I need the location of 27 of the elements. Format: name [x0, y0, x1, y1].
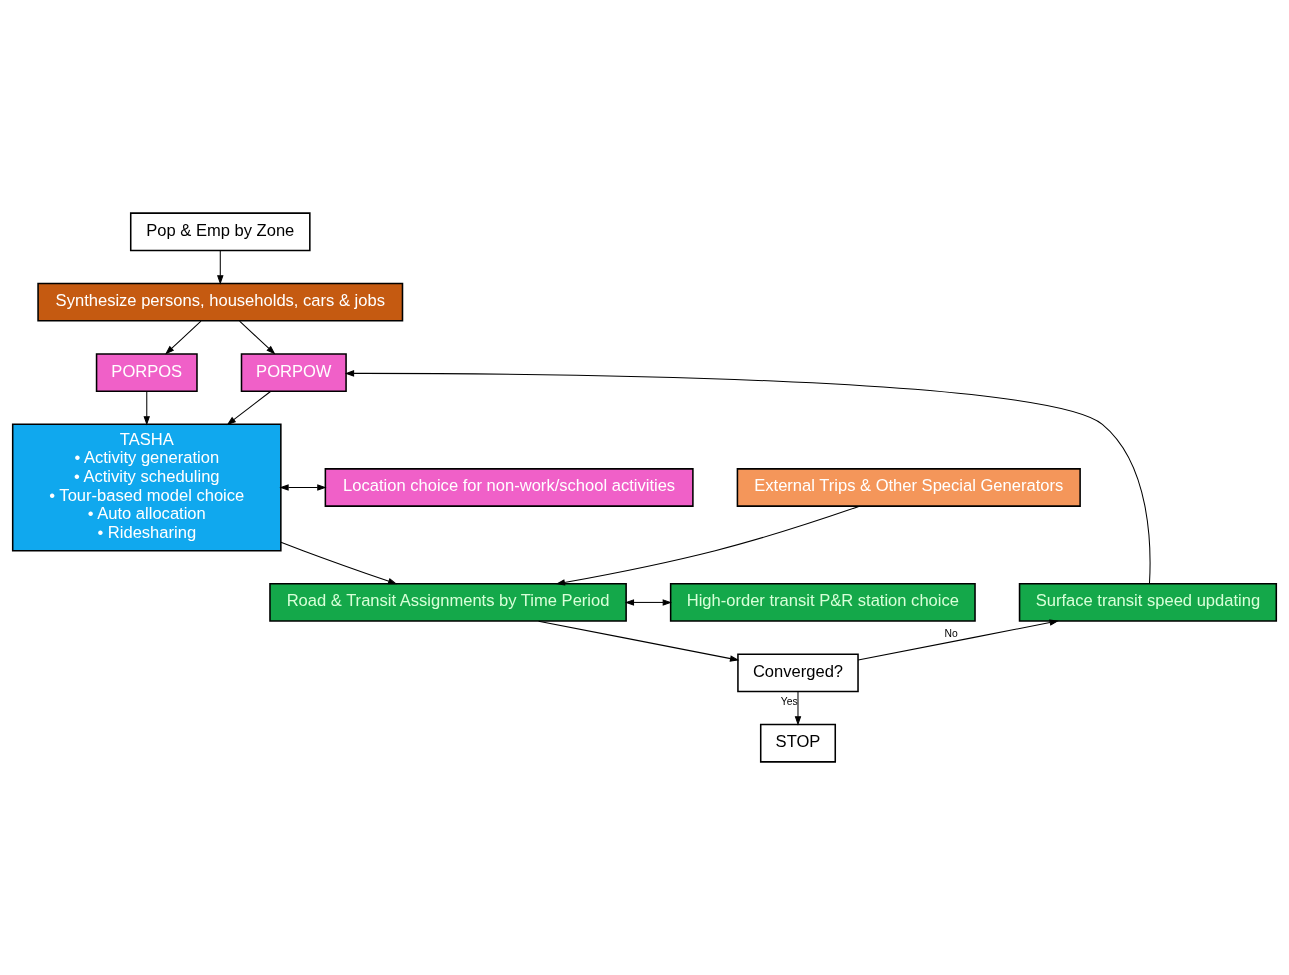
arrow: [143, 390, 151, 426]
node-box: PORPOS: [95, 353, 198, 392]
node-box: High-order transit P&R station choice: [669, 583, 976, 622]
edge-label: Yes: [780, 695, 798, 707]
node-box: Synthesize persons, households, cars & jobs: [37, 282, 404, 322]
arrow: [226, 390, 272, 426]
node-box: External Trips & Other Special Generators: [736, 468, 1081, 507]
arrow: [165, 320, 202, 355]
arrow: [217, 250, 224, 285]
node-box: Converged?: [737, 653, 859, 693]
arrow: [794, 691, 802, 726]
arrow: [239, 320, 276, 355]
node-box: Pop & Emp by Zone: [129, 212, 311, 252]
arrow: [344, 370, 1151, 585]
node-box: Surface transit speed updating: [1018, 583, 1278, 622]
arrow: [279, 484, 327, 491]
node-box: Road & Transit Assignments by Time Period: [269, 583, 627, 622]
arrow: [280, 541, 398, 585]
node-box: TASHA • Activity generation • Activity scheduling • Tour-based model choice • Auto allocation • Ridesharing: [11, 423, 282, 552]
arrow: [857, 619, 1059, 661]
arrow: [555, 505, 861, 586]
node-box: Location choice for non-work/school activities: [324, 468, 694, 507]
arrow: [538, 620, 740, 662]
arrow: [624, 599, 672, 606]
node-box: STOP: [759, 723, 837, 763]
node-box: PORPOW: [240, 353, 347, 392]
edge-label: No: [944, 628, 958, 640]
